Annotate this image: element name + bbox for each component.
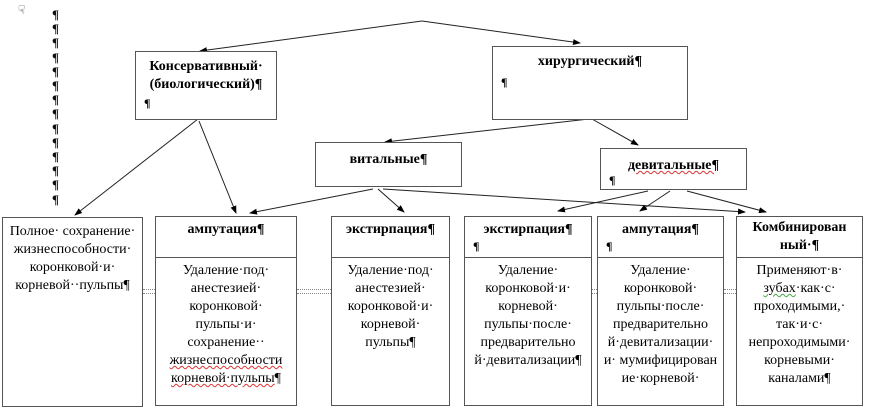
dotted-connector xyxy=(592,289,597,294)
vital-node: витальные¶ xyxy=(315,142,462,187)
surgical-node: хирургический¶¶ xyxy=(492,46,688,120)
devital-node: девитальные¶¶ xyxy=(600,148,747,190)
method-amputation-devital: ампутация¶¶ Удаление· коронковой· пульпы… xyxy=(597,216,724,406)
method-combined: Комбинирован ный·¶ Применяют·в· зубах·ка… xyxy=(736,216,863,406)
full-preservation-node: Полное· сохранение· жизнеспособности· ко… xyxy=(2,217,143,407)
cursor-icon: ☟ xyxy=(18,3,25,17)
paragraph-marks: ¶¶¶¶¶¶¶¶¶¶¶¶¶¶ xyxy=(52,7,60,207)
dotted-connector xyxy=(297,289,331,294)
method-extirpation-vital: экстирпация¶ Удаление·под· анестезией· к… xyxy=(331,216,450,406)
dotted-connector xyxy=(143,289,155,294)
conservative-node: Консервативный·(биологический)¶ ¶ xyxy=(135,51,277,120)
method-amputation-vital: ампутация¶ Удаление·под· анестезией· кор… xyxy=(155,216,297,406)
method-extirpation-devital: экстирпация¶¶ Удаление· коронковой·и· ко… xyxy=(464,216,592,406)
dotted-connector xyxy=(724,289,736,294)
